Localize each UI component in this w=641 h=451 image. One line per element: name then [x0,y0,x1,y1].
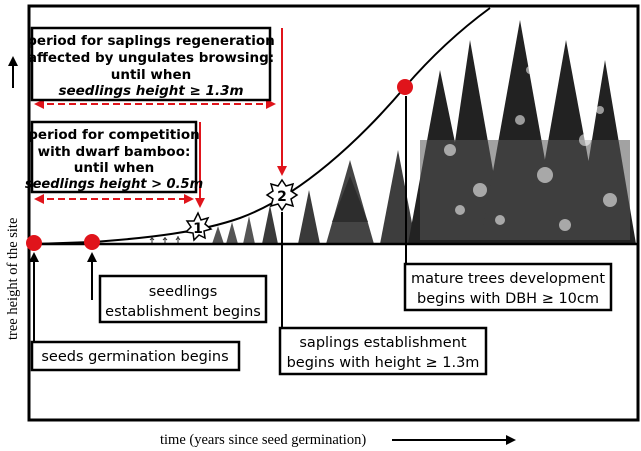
x-axis-label: time (years since seed germination) [160,432,366,448]
growth-curve [33,7,491,245]
box-bamboo-line1: period for competition [28,127,199,143]
seedlings-dot [84,234,100,250]
box-ungulates-line3: until when [111,67,191,83]
box-germination-line1: seeds germination begins [41,349,228,365]
box-seedlings: seedlings establishment begins [98,274,268,324]
germination-dot [26,235,42,251]
box-saplings-line1: saplings establishment [299,335,467,351]
box-saplings: saplings establishment begins with heigh… [278,326,488,376]
marker-2-label: 2 [277,189,287,205]
box-ungulates: period for saplings regeneration affecte… [27,26,275,102]
marker-1: 1 [184,211,213,242]
box-ungulates-line1: period for saplings regeneration [27,33,274,49]
box-bamboo: period for competition with dwarf bamboo… [25,120,203,194]
box-bamboo-line2: with dwarf bamboo: [38,144,191,160]
box-seedlings-line1: seedlings [149,284,218,300]
marker-1-label: 1 [193,221,203,237]
box-seedlings-line2: establishment begins [105,304,261,320]
box-bamboo-line3: until when [74,160,154,176]
box-mature-line1: mature trees development [411,271,605,287]
box-mature-line2: begins with DBH ≥ 10cm [417,291,599,307]
forest-illustration [149,20,636,244]
box-bamboo-line4: seedlings height > 0.5m [25,177,203,192]
box-ungulates-line2: affected by ungulates browsing: [28,50,274,66]
box-saplings-line2: begins with height ≥ 1.3m [287,355,480,371]
y-axis-label: tree height of the site [5,218,21,340]
box-ungulates-line4: seedlings height ≥ 1.3m [58,83,243,99]
mature-dot [397,79,413,95]
diagram-frame [27,4,640,422]
marker-2: 2 [265,178,299,212]
box-germination: seeds germination begins [30,340,241,372]
box-mature: mature trees development begins with DBH… [403,262,613,312]
